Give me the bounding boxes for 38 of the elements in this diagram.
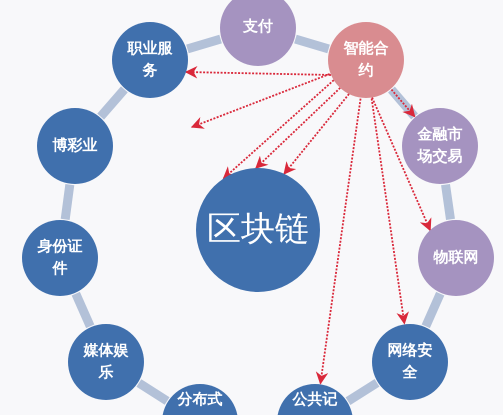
arrow: [255, 87, 341, 169]
connector-bar: [72, 292, 94, 328]
topic-label: 分布式: [176, 389, 224, 410]
arrow: [371, 97, 432, 232]
arrow: [184, 66, 332, 79]
topic-label: 智能合约: [342, 38, 390, 81]
topic-circle: [196, 168, 320, 292]
topic-circle: [402, 108, 478, 184]
topic-label: 公共记: [291, 389, 338, 410]
topic-label: 博彩业: [52, 135, 98, 156]
topic-label: 职业服务: [126, 38, 174, 81]
connector-bar: [97, 86, 128, 120]
topic-label: 物联网: [432, 247, 480, 268]
topic-circle: [22, 220, 98, 296]
arrow: [316, 98, 362, 385]
arrow: [283, 93, 350, 175]
topic-circle: [112, 22, 188, 98]
topic-circle: [418, 220, 494, 296]
connector-bar: [186, 34, 222, 54]
topic-label: 支付: [242, 16, 274, 37]
connector-bar: [346, 379, 380, 405]
connector-bar: [422, 292, 444, 328]
arrow: [190, 73, 330, 129]
topic-circle: [372, 324, 448, 400]
arrow: [370, 98, 409, 325]
arrow: [222, 79, 334, 180]
topic-circle: [68, 324, 144, 400]
topic-label: 金融市场交易: [416, 124, 464, 167]
topic-label: 区块链: [206, 208, 310, 252]
topic-label: 媒体娱乐: [82, 340, 130, 383]
connector-bar: [441, 184, 455, 220]
connector-bar: [60, 184, 74, 220]
topic-circle: [37, 108, 113, 184]
topic-circle: [328, 22, 404, 98]
connector-bar: [136, 379, 170, 405]
connector-bar: [294, 34, 330, 54]
topic-label: 网络安全: [386, 340, 434, 383]
topic-label: 身份证件: [36, 236, 84, 279]
